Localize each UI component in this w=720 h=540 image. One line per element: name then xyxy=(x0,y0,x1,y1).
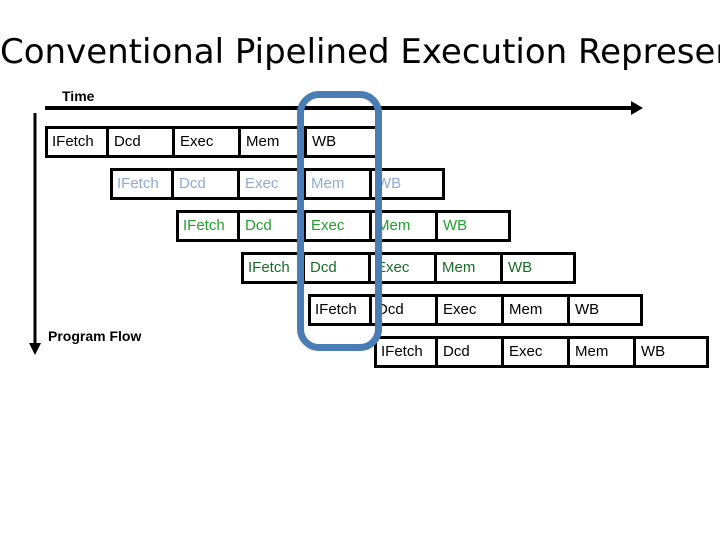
pipeline-stage-exec: Exec xyxy=(240,171,306,197)
pipeline-stage-mem: Mem xyxy=(437,255,503,281)
pipeline-stage-exec: Exec xyxy=(371,255,437,281)
pipeline-stage-mem: Mem xyxy=(306,171,372,197)
pipeline-stage-wb: WB xyxy=(570,297,640,323)
pipeline-stage-mem: Mem xyxy=(570,339,636,365)
pipeline-stage-dcd: Dcd xyxy=(109,129,175,155)
pipeline-stage-mem: Mem xyxy=(241,129,307,155)
pipeline-stage-mem: Mem xyxy=(372,213,438,239)
page-title: Conventional Pipelined Execution Represe… xyxy=(0,32,720,72)
pipeline-stage-wb: WB xyxy=(307,129,377,155)
pipeline-stage-dcd: Dcd xyxy=(240,213,306,239)
pipeline-stage-ifetch: IFetch xyxy=(113,171,174,197)
pipeline-stage-exec: Exec xyxy=(175,129,241,155)
stage-highlight-box xyxy=(297,91,382,351)
pipeline-stage-dcd: Dcd xyxy=(438,339,504,365)
pipeline-stage-wb: WB xyxy=(438,213,508,239)
program-flow-arrow-icon xyxy=(29,113,41,355)
pipeline-stage-exec: Exec xyxy=(438,297,504,323)
pipeline-stage-ifetch: IFetch xyxy=(244,255,305,281)
pipeline-stage-wb: WB xyxy=(636,339,706,365)
pipeline-stage-exec: Exec xyxy=(306,213,372,239)
pipeline-stage-wb: WB xyxy=(372,171,442,197)
pipeline-stage-dcd: Dcd xyxy=(174,171,240,197)
pipeline-stage-dcd: Dcd xyxy=(305,255,371,281)
pipeline-stage-ifetch: IFetch xyxy=(48,129,109,155)
pipeline-stage-wb: WB xyxy=(503,255,573,281)
time-axis-label: Time xyxy=(62,88,95,104)
program-flow-axis-label: Program Flow xyxy=(48,328,142,344)
pipeline-stage-dcd: Dcd xyxy=(372,297,438,323)
pipeline-stage-ifetch: IFetch xyxy=(377,339,438,365)
pipeline-stage-exec: Exec xyxy=(504,339,570,365)
pipeline-stage-ifetch: IFetch xyxy=(311,297,372,323)
pipeline-stage-ifetch: IFetch xyxy=(179,213,240,239)
pipeline-stage-mem: Mem xyxy=(504,297,570,323)
